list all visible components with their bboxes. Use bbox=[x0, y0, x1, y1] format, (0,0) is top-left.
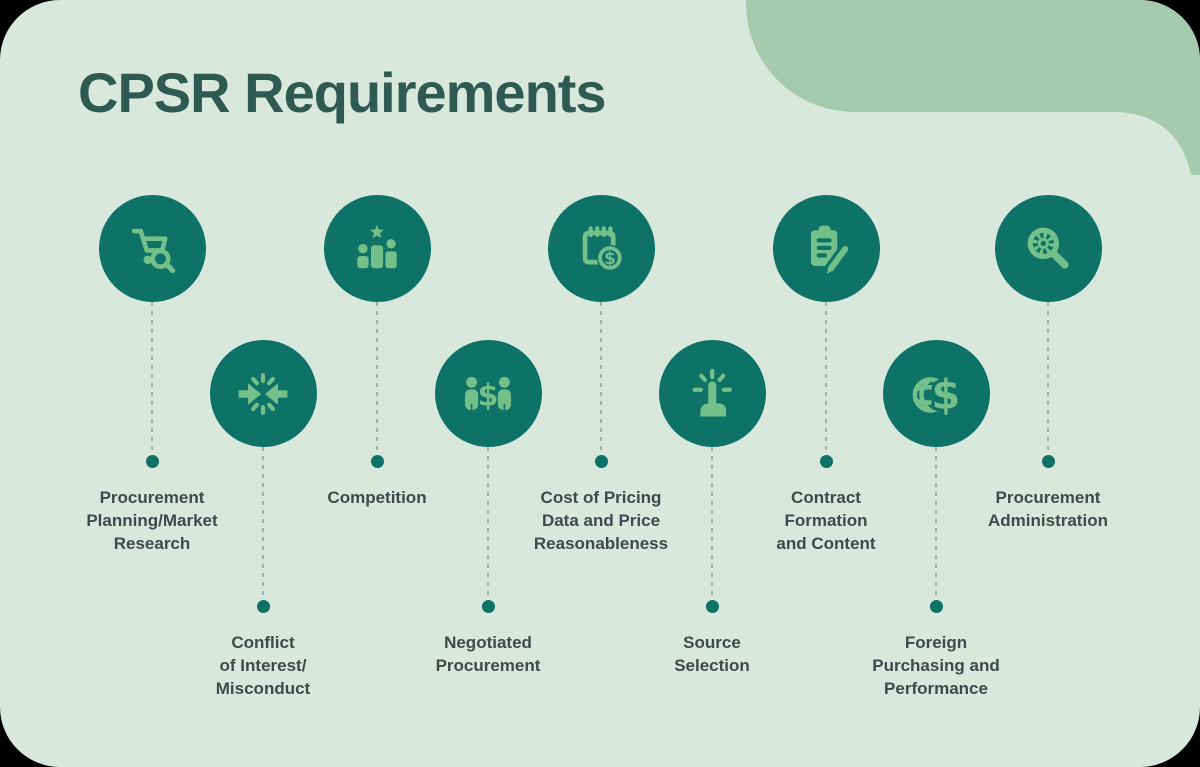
requirement-label: Procurement Planning/Market Research bbox=[86, 488, 218, 553]
requirement-item: Procurement Planning/Market Research bbox=[42, 195, 262, 555]
cart-search-icon bbox=[131, 228, 176, 273]
requirement-label: Contract Formation and Content bbox=[776, 488, 876, 553]
connector-dot bbox=[929, 600, 943, 613]
requirement-item: Procurement Administration bbox=[938, 195, 1158, 532]
connector-dot bbox=[594, 455, 608, 468]
corner-blob-decoration bbox=[745, 0, 1200, 175]
converging-arrows-icon bbox=[238, 372, 288, 415]
connector-dot bbox=[145, 455, 159, 468]
connector-line bbox=[487, 447, 489, 599]
requirement-item: $ Cost of Pricing Data and Price Reasona… bbox=[491, 195, 711, 555]
connector-dot bbox=[256, 600, 270, 613]
icon-circle bbox=[323, 195, 431, 302]
icon-circle bbox=[209, 340, 317, 447]
requirement-item: Conflict of Interest/ Misconduct bbox=[153, 340, 373, 700]
requirement-label: Competition bbox=[327, 488, 427, 507]
icon-circle bbox=[772, 195, 880, 302]
connector-line bbox=[1047, 302, 1049, 454]
connector-line bbox=[825, 302, 827, 454]
svg-text:$: $ bbox=[604, 248, 616, 268]
requirement-item: Contract Formation and Content bbox=[716, 195, 936, 555]
icon-circle bbox=[658, 340, 766, 447]
connector-line bbox=[711, 447, 713, 599]
icon-circle bbox=[994, 195, 1102, 302]
icon-circle bbox=[98, 195, 206, 302]
people-dollar-icon: $ bbox=[465, 376, 511, 413]
connector-line bbox=[935, 447, 937, 599]
connector-line bbox=[600, 302, 602, 454]
requirement-item: Competition bbox=[267, 195, 487, 509]
requirement-label: Procurement Administration bbox=[988, 488, 1108, 530]
requirement-label: Source Selection bbox=[674, 633, 750, 675]
icon-circle: $ bbox=[547, 195, 655, 302]
page-title: CPSR Requirements bbox=[78, 61, 607, 124]
connector-line bbox=[262, 447, 264, 599]
requirement-label: Conflict of Interest/ Misconduct bbox=[215, 633, 311, 698]
hand-click-icon bbox=[692, 368, 732, 416]
icon-circle: $ bbox=[882, 340, 990, 447]
connector-dot bbox=[370, 455, 384, 468]
calendar-dollar-icon: $ bbox=[582, 225, 624, 271]
connector-line bbox=[151, 302, 153, 454]
requirement-label: Foreign Purchasing and Performance bbox=[872, 633, 1000, 698]
connector-dot bbox=[819, 455, 833, 468]
requirement-item: Source Selection bbox=[602, 340, 822, 677]
requirement-item: $ Foreign Purchasing and Performance bbox=[826, 340, 1046, 700]
requirement-label: Cost of Pricing Data and Price Reasonabl… bbox=[533, 488, 669, 553]
requirement-label: Negotiated Procurement bbox=[435, 633, 541, 675]
requirement-item: $ Negotiated Procurement bbox=[378, 340, 598, 677]
icon-circle: $ bbox=[434, 340, 542, 447]
connector-dot bbox=[481, 600, 495, 613]
connector-dot bbox=[705, 600, 719, 613]
connector-dot bbox=[1041, 455, 1055, 468]
podium-star-icon bbox=[357, 224, 397, 268]
clipboard-pencil-icon bbox=[811, 225, 851, 277]
globe-dollar-icon: $ bbox=[912, 367, 963, 421]
svg-text:$: $ bbox=[478, 378, 499, 413]
svg-text:$: $ bbox=[931, 370, 960, 418]
connector-line bbox=[376, 302, 378, 454]
magnifier-gear-icon bbox=[1027, 227, 1069, 269]
